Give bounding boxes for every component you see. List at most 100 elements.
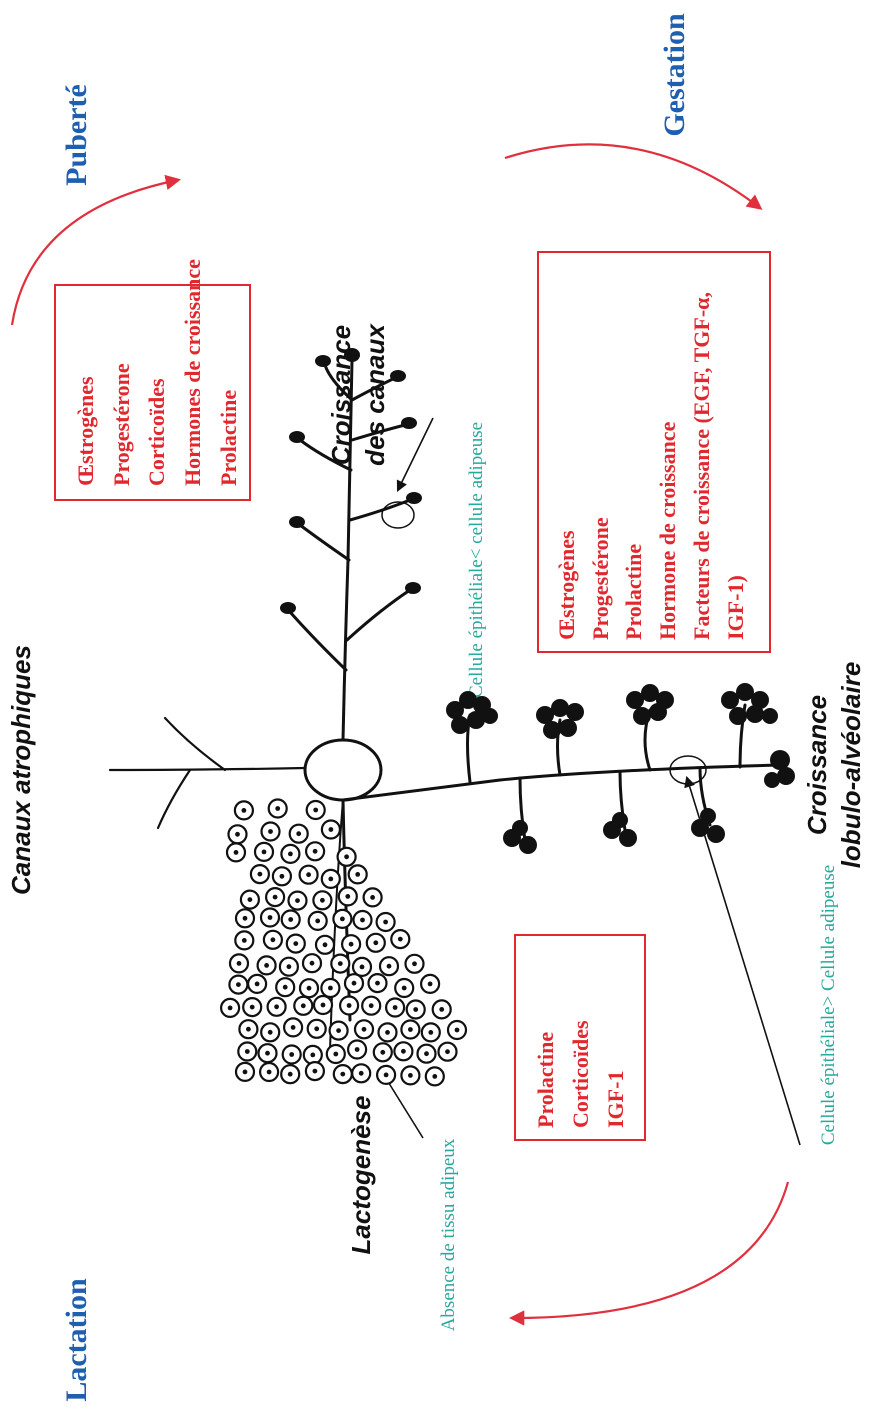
alveolus-lumen: [279, 873, 285, 879]
hormone-item: Hormone de croissance: [655, 421, 680, 640]
hormone-box-puberte: [54, 284, 251, 501]
alveolus-lumen: [295, 898, 300, 903]
cycle-arrow-to-puberte: [10, 174, 182, 326]
alveolus-lumen: [306, 872, 311, 878]
alveolus-lumen: [306, 985, 312, 991]
alveolus-lumen: [328, 827, 334, 832]
alveolus-lumen: [373, 940, 379, 946]
alveolus-lumen: [351, 980, 357, 986]
alveolus-lumen: [312, 1068, 318, 1074]
cycle-arrow-to-lactation: [508, 1181, 790, 1326]
hormone-item: Hormones de croissance: [180, 259, 205, 486]
hormone-list-puberte: Œstrogènes Progestérone Corticoïdes Horm…: [73, 259, 241, 486]
alveolus-lumen: [254, 981, 260, 987]
pointer-arrow-lobulo: [684, 775, 801, 1146]
alveolus-lumen: [300, 1003, 306, 1009]
alveolus-lumen: [439, 1007, 445, 1012]
alveolus-lumen: [235, 831, 240, 837]
stage-label-puberte: Puberté: [60, 84, 93, 186]
pointer-arrow-canaux: [396, 417, 434, 493]
alveolus-lumen: [289, 1052, 295, 1057]
alveolus-lumen: [288, 851, 293, 857]
alveolus-lumen: [241, 808, 247, 813]
alveolus-lumen: [336, 1028, 341, 1033]
note-canaux: Cellule épithéliale< cellule adipeuse: [466, 422, 487, 698]
hormone-item: Œstrogènes: [554, 530, 579, 640]
ductal-growth-drawing: [280, 348, 422, 742]
alveolus-lumen: [333, 1051, 339, 1057]
alveolus-lumen: [293, 941, 299, 946]
alveolus-lumen: [383, 919, 388, 925]
alveolus-lumen: [265, 1050, 270, 1056]
alveolus-lumen: [370, 895, 375, 900]
alveolus-lumen: [236, 982, 241, 987]
hormone-item: Progestérone: [588, 517, 613, 640]
alveolus-lumen: [345, 894, 351, 899]
alveolus-lumen: [428, 1030, 434, 1035]
stage-label-lactation: Lactation: [60, 1278, 93, 1402]
alveolus-lumen: [359, 964, 365, 970]
alveolus-lumen: [375, 980, 380, 986]
alveolus-lumen: [401, 1048, 406, 1054]
alveolus-lumen: [287, 1071, 293, 1077]
alveolus-lumen: [385, 1030, 390, 1035]
alveolus-lumen: [386, 963, 392, 969]
alveolus-lumen: [227, 1005, 233, 1011]
hormone-box-lactation: [514, 934, 646, 1141]
hormone-item: IGF-1: [603, 1071, 628, 1128]
alveolus-lumen: [348, 941, 354, 947]
alveolus-lumen: [328, 985, 333, 991]
alveolus-lumen: [427, 981, 433, 987]
alveolus-lumen: [424, 1051, 429, 1057]
hormone-item: IGF-1): [723, 575, 748, 640]
alveolus-lumen: [315, 918, 321, 924]
alveolus-lumen: [320, 897, 325, 903]
alveolus-lumen: [275, 806, 281, 811]
hormone-box-gestation: [537, 251, 771, 653]
alveolus-lumen: [314, 1026, 320, 1032]
label-croissance-lobulo: Croissance: [802, 695, 832, 835]
alveolus-lumen: [346, 1003, 352, 1008]
alveolus-lumen: [358, 1070, 364, 1076]
alveolus-lumen: [312, 848, 318, 854]
alveolus-lumen: [383, 1072, 389, 1078]
alveolus-lumen: [337, 961, 343, 966]
alveolus-lumen: [247, 897, 253, 902]
alveolus-lumen: [261, 849, 267, 855]
cycle-arrow-to-gestation: [504, 143, 763, 210]
alveolus-lumen: [408, 1073, 413, 1078]
alveolus-lumen: [274, 1004, 279, 1010]
alveolus-lumen: [340, 1071, 346, 1077]
alveolus-lumen: [320, 1002, 326, 1008]
alveolus-lumen: [242, 1069, 248, 1075]
label-canaux-atrophiques: Canaux atrophiques: [6, 645, 36, 895]
hormone-list-lactation: Prolactine Corticoïdes IGF-1: [533, 1020, 628, 1128]
alveolus-lumen: [412, 961, 417, 967]
hormone-item: Facteurs de croissance (EGF, TGF-α,: [689, 292, 714, 640]
alveolus-lumen: [340, 916, 345, 922]
alveolus-lumen: [397, 936, 403, 942]
alveolus-lumen: [270, 937, 276, 943]
stage-label-gestation: Gestation: [658, 13, 691, 137]
alveolus-lumen: [309, 960, 315, 966]
alveolus-lumen: [246, 1026, 251, 1032]
alveolus-lumen: [328, 876, 334, 882]
lobulo-alveolar-drawing: [341, 683, 795, 1022]
hormone-item: Prolactine: [533, 1032, 558, 1128]
hormone-item: Progestérone: [109, 363, 134, 486]
alveolus-lumen: [266, 1069, 272, 1075]
alveolus-lumen: [380, 1049, 386, 1055]
alveolus-lumen: [282, 984, 288, 990]
alveolus-lumen: [267, 915, 273, 920]
alveolus-lumen: [267, 1029, 273, 1035]
alveolus-lumen: [288, 917, 294, 922]
central-duct-circle: [303, 738, 383, 802]
alveolus-lumen: [401, 985, 407, 991]
hormone-item: Prolactine: [621, 544, 646, 640]
atrophic-canals-drawing: [108, 716, 307, 830]
alveolus-lumen: [296, 831, 302, 837]
alveolus-lumen: [445, 1049, 450, 1055]
label-croissance-lobulo-line2: lobulo-alvéolaire: [836, 662, 866, 869]
alveolus-lumen: [432, 1074, 438, 1079]
